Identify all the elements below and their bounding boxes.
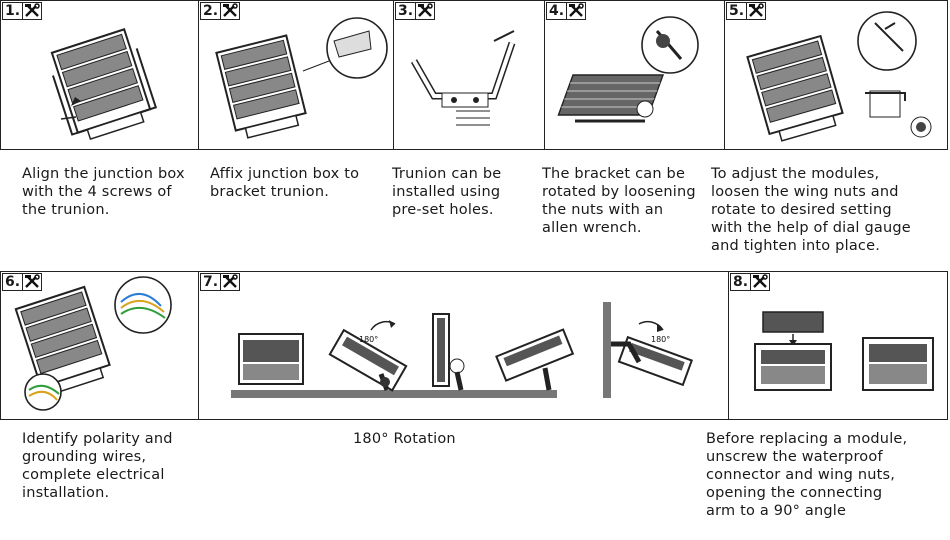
step-7-panel: 7. 180°: [198, 272, 729, 447]
step-number: 6.: [2, 273, 23, 291]
step-1-panel: 1. Align the junction box with the 4 scr…: [1, 1, 198, 218]
tools-icon: [22, 273, 43, 291]
tools-icon: [750, 273, 771, 291]
step-7-badge: 7.: [200, 273, 241, 291]
step-2-caption: Affix junction box to bracket trunion.: [210, 166, 360, 200]
step-number: 4.: [546, 2, 567, 20]
step-3-badge: 3.: [395, 2, 436, 20]
step-number: 3.: [395, 2, 416, 20]
rotation-angle-label: 180°: [359, 335, 378, 344]
step-1-caption: Align the junction box with the 4 screws…: [22, 166, 185, 218]
tools-icon: [566, 2, 587, 20]
step-4-badge: 4.: [546, 2, 587, 20]
step-8-caption: Before replacing a module, unscrew the w…: [706, 431, 908, 519]
floodlight-junction-box-illustration: [50, 28, 158, 141]
step-3-panel: 3. Trunion can be installed using pre-se…: [392, 1, 545, 218]
step-number: 5.: [726, 2, 747, 20]
bracket-rotation-illustration: [557, 16, 699, 123]
wiring-illustration: [14, 276, 172, 411]
step-5-caption: To adjust the modules, loosen the wing n…: [711, 166, 911, 254]
step-5-panel: 5. To adjust the modul: [711, 1, 948, 254]
rotation-angle-label: 180°: [651, 335, 670, 344]
rotation-sequence-illustration: 180° 180°: [231, 302, 694, 398]
tools-icon: [746, 2, 767, 20]
step-4-panel: 4. The bracket can be rotated by looseni…: [542, 1, 725, 236]
step-strip-top: 1. Align the junction box with the 4 scr…: [0, 0, 948, 254]
step-7-caption: 180° Rotation: [353, 431, 456, 447]
step-1-badge: 1.: [2, 2, 43, 20]
step-3-caption: Trunion can be installed using pre-set h…: [392, 166, 502, 218]
tools-icon: [22, 2, 43, 20]
step-2-badge: 2.: [200, 2, 241, 20]
step-number: 8.: [730, 273, 751, 291]
step-6-panel: 6. Identify pol: [1, 272, 198, 501]
module-replacement-illustration: [754, 311, 934, 391]
module-angle-adjust-illustration: [746, 11, 932, 142]
step-number: 1.: [2, 2, 23, 20]
tools-icon: [415, 2, 436, 20]
u-bracket-illustration: [410, 30, 516, 126]
step-6-badge: 6.: [2, 273, 43, 291]
step-8-panel: 8. Before replacing a module, unscrew th…: [706, 272, 948, 519]
step-5-badge: 5.: [726, 2, 767, 20]
step-4-caption: The bracket can be rotated by loosening …: [542, 166, 696, 236]
step-2-panel: 2. Affix junction box to bracket trunion…: [198, 1, 394, 200]
step-8-badge: 8.: [730, 273, 771, 291]
step-number: 2.: [200, 2, 221, 20]
step-number: 7.: [200, 273, 221, 291]
step-6-caption: Identify polarity and grounding wires, c…: [22, 431, 173, 501]
tools-icon: [220, 273, 241, 291]
step-strip-bottom: 6. Identify pol: [0, 271, 948, 519]
bracket-trunion-illustration: [215, 17, 388, 139]
tools-icon: [220, 2, 241, 20]
